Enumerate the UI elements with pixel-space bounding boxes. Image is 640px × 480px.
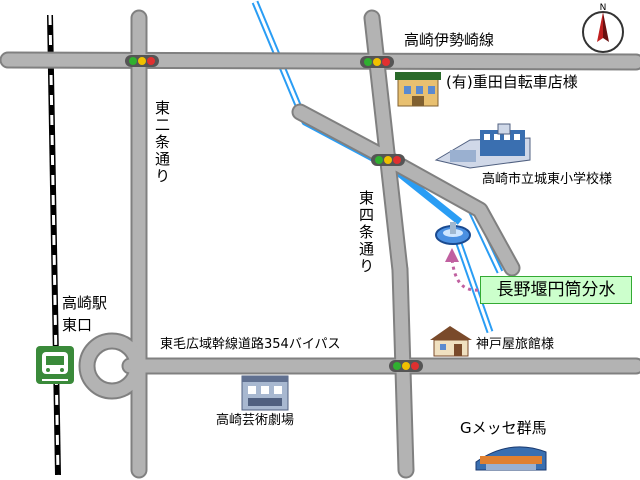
landmark-inn: 神戸屋旅館様 bbox=[476, 337, 555, 352]
road-label-higashi-shijo: 東四条通り bbox=[357, 190, 375, 275]
road-label-higashi-nijo: 東二条通り bbox=[153, 100, 171, 185]
building-icon bbox=[395, 72, 441, 107]
road-label-takasaki-isesaki: 高崎伊勢崎線 bbox=[404, 31, 495, 49]
fountain-icon bbox=[435, 222, 471, 245]
traffic-signal-icon bbox=[371, 154, 405, 166]
roads bbox=[1, 11, 640, 477]
compass-north-label: N bbox=[600, 3, 607, 13]
landmark-bicycle-shop: (有)重田自転車店様 bbox=[446, 73, 578, 91]
building-icon bbox=[241, 375, 289, 411]
landmark-school: 高崎市立城東小学校様 bbox=[482, 172, 613, 187]
pointer-arrow bbox=[445, 248, 479, 292]
landmark-gmesse: Gメッセ群馬 bbox=[460, 419, 547, 437]
house-icon bbox=[430, 326, 472, 357]
train-icon bbox=[36, 346, 74, 384]
traffic-signal-icon bbox=[389, 360, 423, 372]
building-icon bbox=[475, 446, 547, 471]
school-icon bbox=[434, 123, 531, 169]
compass-icon: N bbox=[582, 3, 624, 53]
station-label: 高崎駅 東口 bbox=[62, 292, 107, 336]
road-label-bypass: 東毛広域幹線道路354バイパス bbox=[160, 337, 341, 352]
station-name: 高崎駅 bbox=[62, 294, 108, 312]
traffic-signal-icon bbox=[125, 55, 159, 67]
railway bbox=[47, 14, 61, 476]
station-exit: 東口 bbox=[62, 316, 93, 334]
traffic-signal-icon bbox=[360, 56, 394, 68]
landmark-theater: 高崎芸術劇場 bbox=[216, 413, 295, 428]
target-callout: 長野堰円筒分水 bbox=[480, 276, 632, 304]
